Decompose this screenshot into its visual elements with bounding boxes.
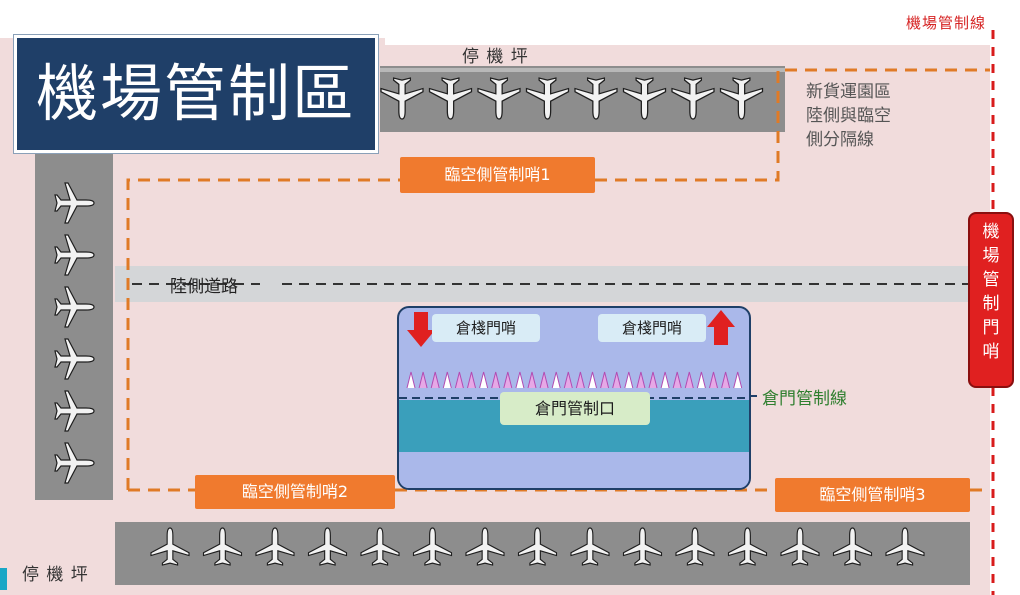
warehouse-overlay bbox=[399, 371, 749, 399]
apron-bottom-label: 停 機 坪 bbox=[22, 565, 89, 585]
airplane-icon bbox=[477, 77, 521, 120]
apron-top-airplanes bbox=[380, 77, 764, 120]
airport-control-gate-char: 制 bbox=[982, 294, 1000, 314]
apron-top-label: 停 機 坪 bbox=[462, 47, 529, 67]
truck-bay bbox=[612, 371, 622, 389]
truck-bay bbox=[563, 371, 573, 389]
warehouse-control-point: 倉門管制口 bbox=[500, 392, 650, 425]
airplane-icon bbox=[428, 77, 473, 120]
truck-bay bbox=[721, 371, 731, 389]
truck-bay bbox=[418, 371, 428, 389]
apron-top bbox=[380, 66, 785, 132]
airplane-icon bbox=[719, 77, 764, 120]
airplane-icon bbox=[622, 77, 667, 120]
airport-control-gate-char: 哨 bbox=[982, 342, 1000, 362]
airplane-icon bbox=[54, 234, 95, 276]
truck-bay bbox=[527, 371, 537, 389]
airplane-icon bbox=[54, 338, 95, 380]
truck-bay bbox=[442, 371, 452, 389]
airport-control-gate-char: 場 bbox=[982, 246, 1000, 266]
truck-bay bbox=[672, 371, 682, 389]
airside-boundary-left bbox=[126, 178, 400, 490]
truck-bay bbox=[503, 371, 513, 389]
airplane-icon bbox=[307, 527, 348, 566]
airplane-icon bbox=[517, 527, 558, 566]
airport-control-gate-char: 門 bbox=[982, 318, 1000, 338]
truck-bay bbox=[479, 371, 489, 389]
truck-bay bbox=[684, 371, 694, 389]
apron-left-airplanes bbox=[54, 182, 95, 484]
truck-bay bbox=[551, 371, 561, 389]
airplane-icon bbox=[525, 77, 570, 120]
airplane-icon bbox=[412, 527, 453, 566]
airside-checkpoint-1: 臨空側管制哨1 bbox=[400, 157, 595, 193]
airplane-icon bbox=[780, 527, 820, 566]
airside-boundary-top bbox=[595, 68, 990, 182]
airplane-icon bbox=[832, 527, 873, 566]
truck-bay bbox=[660, 371, 670, 389]
warehouse-gate-right: 倉棧門哨 bbox=[598, 314, 706, 342]
airplane-icon bbox=[54, 286, 95, 328]
truck-bay bbox=[406, 371, 416, 389]
truck-bay bbox=[648, 371, 658, 389]
apron-top-edge bbox=[380, 68, 785, 72]
truck-bay bbox=[539, 371, 549, 389]
truck-bay bbox=[454, 371, 464, 389]
airport-control-gate-char: 管 bbox=[982, 270, 1000, 290]
airplane-icon bbox=[360, 527, 400, 566]
truck-bay bbox=[636, 371, 646, 389]
truck-bay bbox=[600, 371, 610, 389]
edge-marker bbox=[0, 568, 7, 590]
warehouse-floor-band bbox=[399, 452, 749, 488]
truck-bay bbox=[709, 371, 718, 389]
landside-road-label: 陸側道路 bbox=[170, 277, 238, 297]
airplane-icon bbox=[885, 527, 925, 566]
airport-control-gate-char: 機 bbox=[982, 222, 1000, 242]
airplane-icon bbox=[671, 77, 715, 120]
airplane-icon bbox=[54, 390, 95, 432]
airplane-icon bbox=[727, 527, 768, 566]
new-cargo-separation-label: 新貨運園區 陸側與臨空 側分隔線 bbox=[806, 82, 891, 150]
truck-bay bbox=[696, 371, 706, 389]
truck-bay bbox=[733, 371, 743, 389]
warehouse-gate-left: 倉棧門哨 bbox=[432, 314, 540, 342]
airplane-icon bbox=[570, 527, 610, 566]
airplane-icon bbox=[150, 527, 190, 566]
airside-checkpoint-2: 臨空側管制哨2 bbox=[195, 475, 395, 509]
up-arrow-icon bbox=[707, 310, 735, 345]
airplane-icon bbox=[202, 527, 243, 566]
truck-bay bbox=[515, 371, 525, 389]
airplane-icon bbox=[380, 77, 424, 120]
airport-control-line-label: 機場管制線 bbox=[906, 14, 987, 32]
airplane-icon bbox=[675, 527, 715, 566]
page-title: 機場管制區 bbox=[14, 35, 378, 153]
truck-bay bbox=[575, 371, 585, 389]
truck-bay bbox=[588, 371, 597, 389]
airplane-icon bbox=[622, 527, 663, 566]
apron-bottom-airplanes bbox=[150, 527, 925, 566]
down-arrow-icon bbox=[407, 312, 435, 347]
airside-checkpoint-3: 臨空側管制哨3 bbox=[775, 478, 970, 512]
truck-bay bbox=[430, 371, 440, 389]
airplane-icon bbox=[54, 442, 95, 484]
airplane-icon bbox=[574, 77, 618, 120]
airplane-icon bbox=[465, 527, 505, 566]
airport-control-gate: 機場管制門哨 bbox=[968, 212, 1014, 388]
truck-bays bbox=[406, 371, 743, 389]
warehouse-control-line-label: 倉門管制線 bbox=[762, 389, 847, 409]
airplane-icon bbox=[255, 527, 295, 566]
truck-bay bbox=[624, 371, 634, 389]
truck-bay bbox=[491, 371, 501, 389]
truck-bay bbox=[467, 371, 476, 389]
airplane-icon bbox=[54, 182, 95, 224]
